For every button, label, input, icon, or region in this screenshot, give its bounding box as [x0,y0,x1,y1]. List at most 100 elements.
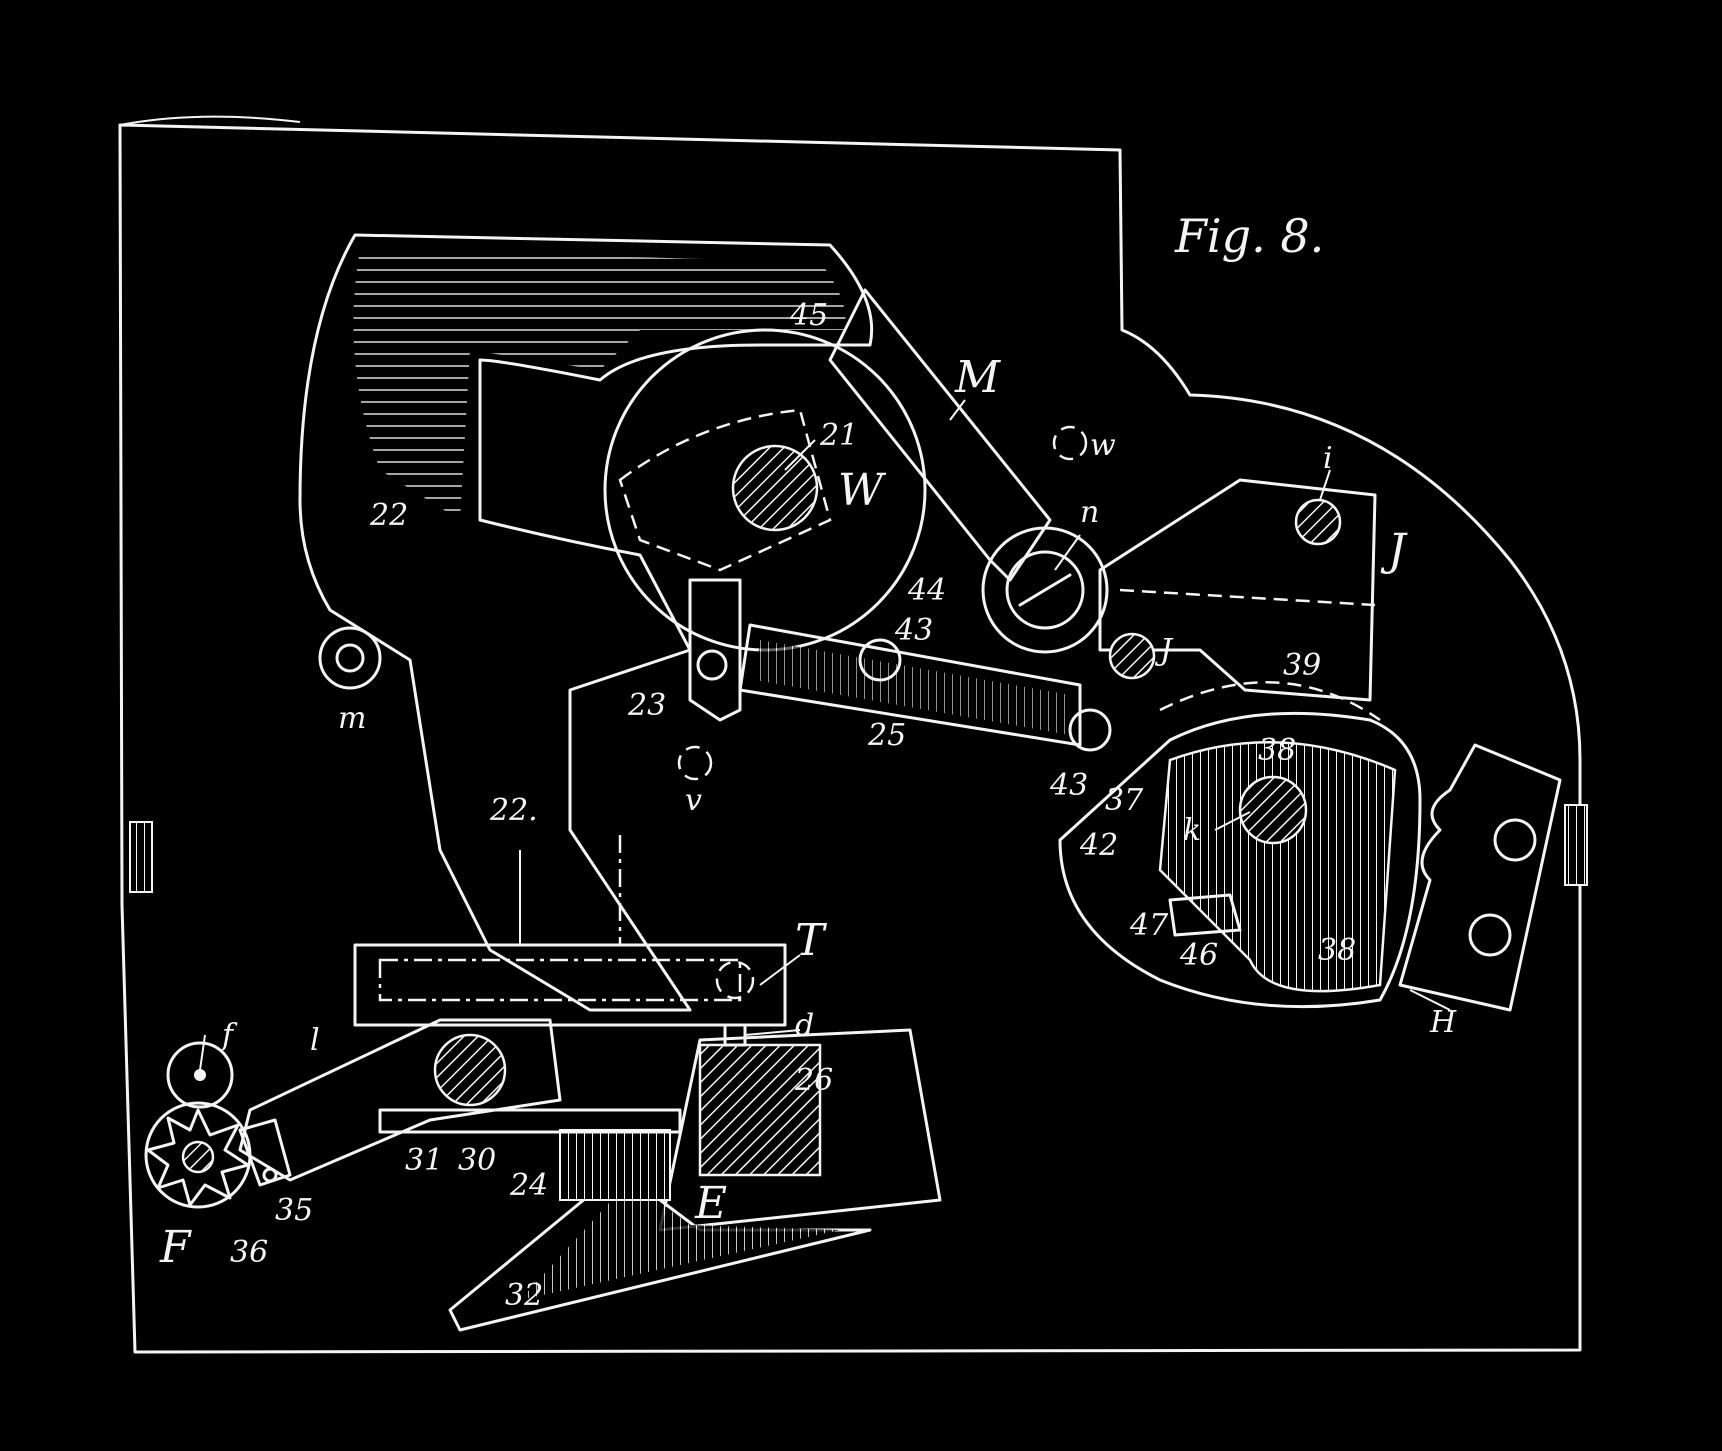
label-30: 30 [458,1143,496,1178]
slot-43-lower [1068,708,1112,752]
label-42: 42 [1079,828,1118,863]
arm-M [828,288,1052,582]
pivot-n-inner [1005,550,1085,630]
leader-i [1319,469,1331,501]
hole-v [677,745,713,781]
leader-21 [784,439,816,471]
label-d: d [795,1008,814,1043]
label-22a: 22 [369,498,408,533]
frame-top-notch [119,115,301,126]
frame-outline [118,123,1582,1354]
label-w: w [1090,428,1116,463]
label-26: 26 [794,1063,833,1098]
block-23 [688,578,742,722]
label-23: 23 [627,688,666,723]
screw-H-lower [1468,913,1512,957]
label-38a: 38 [1258,733,1296,768]
label-35: 35 [275,1193,313,1228]
label-43a: 43 [894,613,933,648]
label-37: 37 [1105,783,1144,818]
label-F: F [159,1222,192,1273]
label-m: m [338,701,366,736]
gear-f-center [194,1069,206,1081]
slot-43-upper [858,638,902,682]
pin-i [1294,498,1342,546]
label-k: k [1183,813,1201,848]
label-W: W [838,465,887,516]
leader-k [1214,811,1251,831]
frame-slot-left [129,821,153,893]
label-T: T [795,915,828,966]
stud-m-inner [335,643,365,673]
cam-38-dashed [1159,681,1381,722]
link-25 [738,623,1082,747]
leader-H [1409,989,1451,1011]
label-M: M [954,352,1001,403]
label-25: 25 [867,718,906,753]
label-45: 45 [789,298,828,333]
slide-T [353,943,787,1027]
pin-23 [696,649,728,681]
pawl-35-pin [262,1167,278,1183]
jaw-32 [448,1168,872,1332]
pawl-35 [238,1118,292,1187]
label-21: 21 [819,418,858,453]
plate-J [1098,478,1377,702]
label-38b: 38 [1318,933,1356,968]
label-l: l [310,1023,320,1058]
block-26 [698,1043,822,1177]
hole-w [1052,425,1088,461]
cup-38-shaded [1158,740,1397,993]
jaw-32-shade [520,1180,840,1300]
label-36: 36 [230,1235,268,1270]
label-J-upper: J [1380,525,1408,576]
frame-slot-right [1564,804,1588,886]
plate-J-dashed [1119,588,1376,607]
label-22b: 22. [489,793,538,828]
pin-J [1108,632,1156,680]
cup-42 [1058,711,1422,1009]
label-43b: 43 [1049,768,1088,803]
label-v: v [685,783,702,818]
slide-T-pin [715,960,755,1000]
ratchet-F-star [146,1108,250,1207]
link-25-shade [755,640,1070,735]
label-E: E [694,1178,727,1229]
block-d [723,1023,747,1047]
leader-d [744,1029,801,1036]
hub-k [1238,775,1308,845]
roller-30 [433,1033,507,1107]
label-H: H [1429,1005,1457,1040]
lever-22 [298,233,874,1012]
screw-H-upper [1493,818,1537,862]
bar-31 [378,1108,682,1134]
pivot-n-outer [981,526,1109,654]
tooth-46 [1168,893,1242,937]
stud-m-outer [318,626,382,690]
leader-T [759,954,801,986]
label-24: 24 [509,1168,548,1203]
lever-22-shading [353,250,846,520]
label-32: 32 [505,1278,543,1313]
bracket-H [1398,743,1562,1012]
leader-M [949,399,966,421]
figure-title: Fig. 8. [1174,209,1324,263]
ratchet-F-hub [181,1140,215,1174]
slide-T-inner [378,958,742,1002]
shaft-W [731,444,819,532]
label-i: i [1323,441,1333,476]
label-n: n [1080,495,1099,530]
label-46: 46 [1179,938,1218,973]
leader-f [199,1034,206,1071]
gear-f [166,1041,234,1109]
label-47: 47 [1129,908,1169,943]
strip-24 [559,1129,671,1201]
label-39: 39 [1283,648,1321,683]
cam-inner-dashed [618,408,832,572]
block-E [658,1028,942,1232]
leader-n [1054,534,1081,571]
label-f: f [220,1018,238,1053]
label-44: 44 [907,573,946,608]
label-31: 31 [405,1143,443,1178]
